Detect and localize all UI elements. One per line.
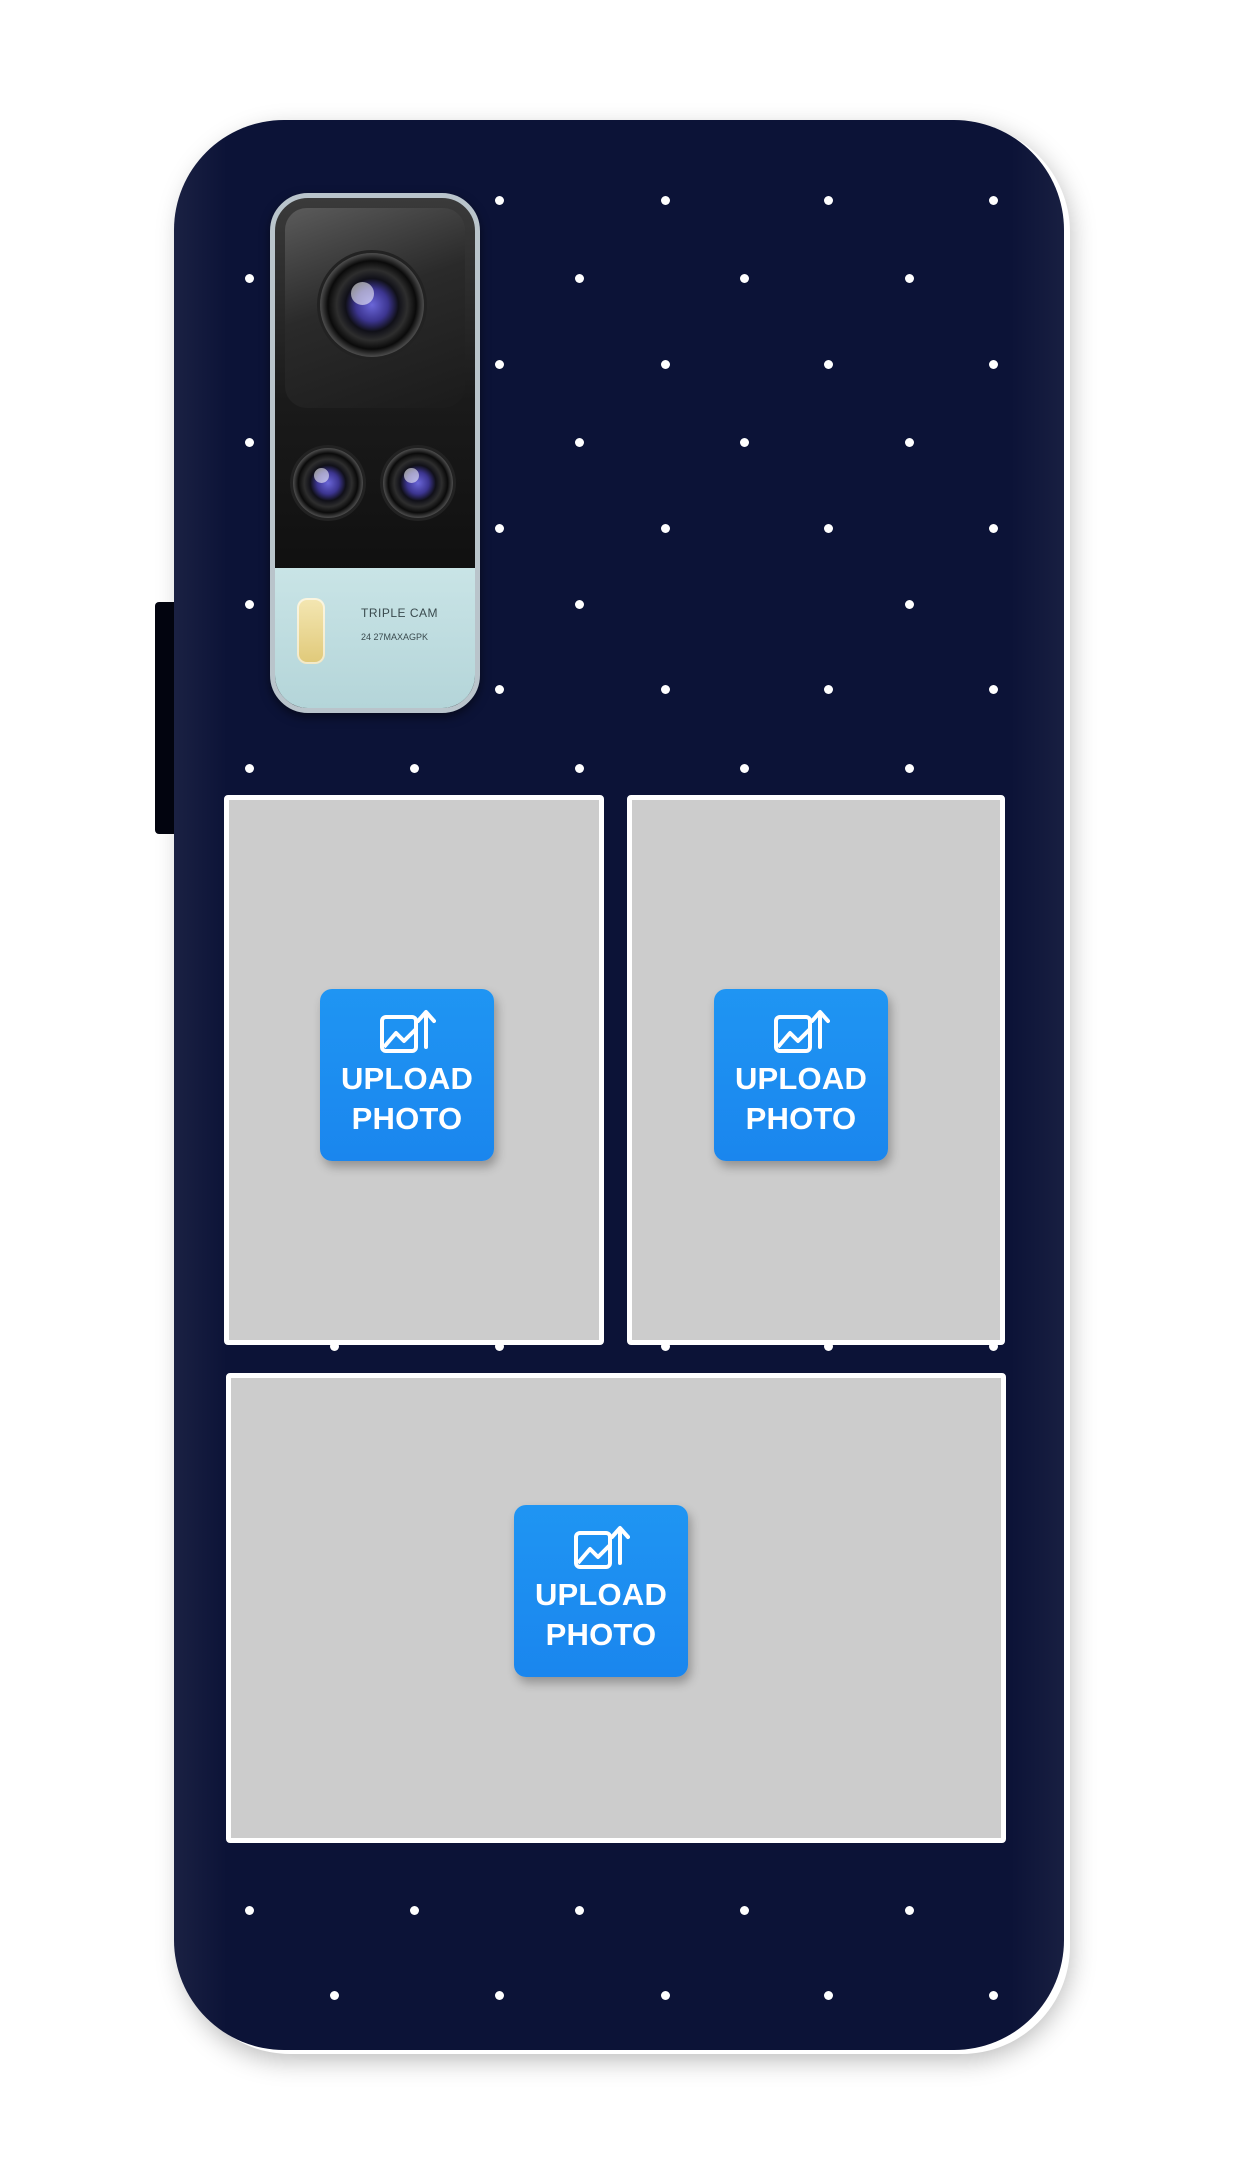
upload-button-label-line1: UPLOAD [734, 1061, 868, 1096]
pattern-dot [824, 196, 833, 205]
photo-slot-top-left[interactable]: UPLOAD PHOTO [224, 795, 604, 1345]
pattern-dot [661, 360, 670, 369]
image-upload-icon [380, 1010, 436, 1053]
secondary-camera-lens-icon [293, 448, 363, 518]
upload-button-label-line2: PHOTO [745, 1101, 857, 1136]
pattern-dot [824, 524, 833, 533]
pattern-dot [661, 1991, 670, 2000]
upload-button-label-line1: UPLOAD [534, 1577, 668, 1612]
pattern-dot [824, 1342, 833, 1351]
pattern-dot [740, 1906, 749, 1915]
pattern-dot [661, 1342, 670, 1351]
pattern-dot [989, 524, 998, 533]
upload-button-label-line2: PHOTO [351, 1101, 463, 1136]
pattern-dot [495, 524, 504, 533]
camera-label-text: TRIPLE CAM [361, 606, 439, 620]
pattern-dot [245, 438, 254, 447]
pattern-dot [495, 196, 504, 205]
pattern-dot [824, 360, 833, 369]
pattern-dot [661, 196, 670, 205]
pattern-dot [410, 1906, 419, 1915]
pattern-dot [661, 685, 670, 694]
pattern-dot [740, 274, 749, 283]
pattern-dot [575, 600, 584, 609]
photo-slot-bottom[interactable]: UPLOAD PHOTO [226, 1373, 1006, 1843]
pattern-dot [824, 685, 833, 694]
phone-side-button [155, 602, 175, 834]
pattern-dot [575, 438, 584, 447]
pattern-dot [245, 764, 254, 773]
pattern-dot [989, 360, 998, 369]
pattern-dot [245, 1906, 254, 1915]
image-upload-icon [774, 1010, 830, 1053]
pattern-dot [905, 438, 914, 447]
upload-photo-button[interactable]: UPLOAD PHOTO [320, 989, 494, 1161]
upload-photo-button[interactable]: UPLOAD PHOTO [514, 1505, 688, 1677]
pattern-dot [740, 764, 749, 773]
pattern-dot [495, 360, 504, 369]
upload-button-label-line1: UPLOAD [340, 1061, 474, 1096]
upload-button-label-line2: PHOTO [545, 1617, 657, 1652]
pattern-dot [905, 600, 914, 609]
camera-label-panel: TRIPLE CAM 24 27MAXAGPK [275, 568, 475, 708]
pattern-dot [330, 1342, 339, 1351]
pattern-dot [495, 1991, 504, 2000]
pattern-dot [905, 274, 914, 283]
pattern-dot [905, 764, 914, 773]
photo-slot-top-right[interactable]: UPLOAD PHOTO [627, 795, 1005, 1345]
pattern-dot [575, 274, 584, 283]
pattern-dot [245, 274, 254, 283]
pattern-dot [495, 1342, 504, 1351]
pattern-dot [245, 600, 254, 609]
pattern-dot [661, 524, 670, 533]
pattern-dot [905, 1906, 914, 1915]
upload-photo-button[interactable]: UPLOAD PHOTO [714, 989, 888, 1161]
camera-spec-text: 24 27MAXAGPK [361, 632, 429, 642]
pattern-dot [989, 196, 998, 205]
pattern-dot [575, 764, 584, 773]
camera-module: TRIPLE CAM 24 27MAXAGPK [270, 193, 480, 713]
tertiary-camera-lens-icon [383, 448, 453, 518]
pattern-dot [824, 1991, 833, 2000]
pattern-dot [410, 764, 419, 773]
pattern-dot [575, 1906, 584, 1915]
pattern-dot [330, 1991, 339, 2000]
pattern-dot [989, 1342, 998, 1351]
pattern-dot [740, 438, 749, 447]
pattern-dot [495, 685, 504, 694]
image-upload-icon [574, 1526, 630, 1569]
pattern-dot [989, 685, 998, 694]
main-camera-lens-icon [320, 253, 424, 357]
flash-icon [297, 598, 325, 664]
pattern-dot [989, 1991, 998, 2000]
